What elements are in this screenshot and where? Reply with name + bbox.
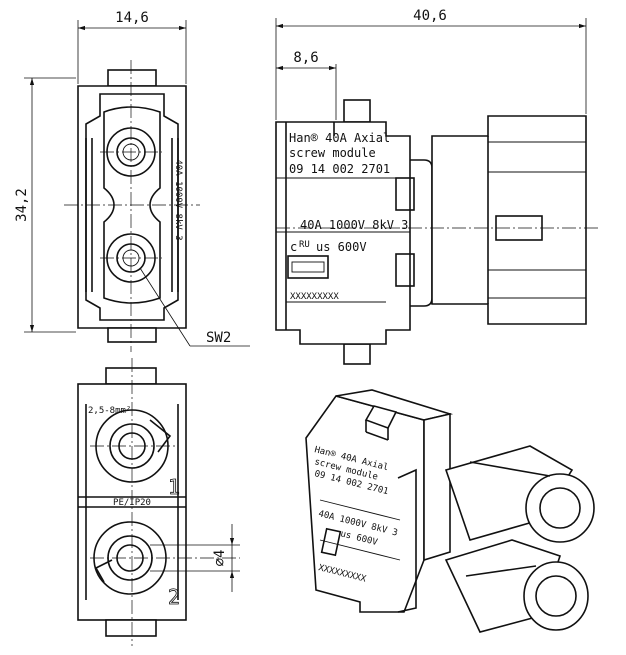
dim-offset-label: 8,6 bbox=[293, 50, 318, 66]
side-label-line3: 09 14 002 2701 bbox=[289, 162, 390, 176]
dim-overall-length: 40,6 bbox=[275, 8, 587, 120]
dim-width-front-label: 14,6 bbox=[115, 10, 149, 26]
front-bottom-tab bbox=[107, 327, 157, 343]
front-view: 40A 1000V 8kV 3 bbox=[64, 60, 200, 352]
rear-cable-size: 2,5-8mm² bbox=[88, 406, 131, 416]
iso-harting-logo bbox=[320, 527, 342, 557]
dim-overall-length-label: 40,6 bbox=[413, 8, 447, 24]
dim-hole-diameter-label: ∅4 bbox=[212, 550, 228, 567]
dim-height-label: 34,2 bbox=[14, 188, 30, 222]
front-top-tab bbox=[107, 69, 157, 87]
side-cert-left: c bbox=[290, 240, 297, 254]
side-harting-logo bbox=[287, 255, 329, 279]
side-cert-right: us 600V bbox=[316, 240, 367, 254]
side-label-rating: 40A 1000V 8kV 3 bbox=[300, 218, 408, 232]
rear-pin-1: 1 bbox=[168, 475, 180, 499]
rear-view: PE/IP20 2,5-8mm² 1 2 bbox=[77, 358, 240, 646]
side-rear bbox=[431, 115, 587, 325]
dim-height: 34,2 bbox=[14, 77, 76, 333]
rear-pin-2: 2 bbox=[168, 585, 180, 609]
iso-tube-upper-end bbox=[525, 473, 595, 543]
side-label-code: XXXXXXXXX bbox=[290, 292, 339, 302]
side-label-line1: Han® 40A Axial bbox=[289, 131, 390, 145]
side-top-tab bbox=[343, 99, 371, 123]
rear-top-tab bbox=[105, 367, 157, 385]
iso-tube-lower-end bbox=[523, 561, 589, 631]
front-recess bbox=[85, 93, 179, 321]
iso-view: Han® 40A Axial screw module 09 14 002 27… bbox=[305, 389, 595, 633]
iso-top-tab bbox=[364, 405, 398, 429]
dim-width-front: 14,6 bbox=[77, 10, 187, 84]
side-view: Han® 40A Axial screw module 09 14 002 27… bbox=[275, 99, 600, 365]
front-body-outline bbox=[77, 85, 187, 329]
side-bottom-tab bbox=[343, 343, 371, 365]
dim-wrench-label: SW2 bbox=[206, 330, 231, 346]
side-label-line2: screw module bbox=[289, 146, 376, 160]
dim-offset: 8,6 bbox=[276, 50, 337, 120]
dim-hole-diameter: ∅4 bbox=[150, 524, 240, 592]
iso-housing-side bbox=[423, 412, 451, 562]
front-rating-label: 40A 1000V 8kV 3 bbox=[173, 159, 183, 240]
dim-wrench: SW2 bbox=[139, 267, 250, 347]
side-housing bbox=[275, 121, 411, 345]
rear-bottom-tab bbox=[105, 619, 157, 637]
side-cert-mark: RU bbox=[299, 240, 310, 250]
